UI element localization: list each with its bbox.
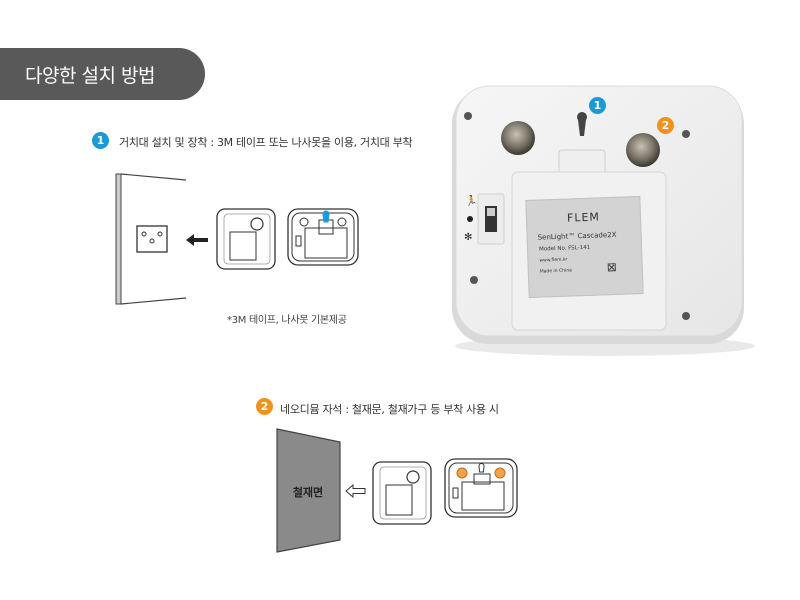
arrow-left-icon (186, 234, 208, 246)
person-icon: 🏃 (465, 194, 477, 207)
metal-wall-illustration (276, 428, 341, 553)
recycle-bin-icon: ⊠ (606, 259, 618, 275)
device-back-drawing (287, 208, 359, 266)
label-made: Made in China (539, 268, 573, 275)
label-brand: FLEM (566, 210, 601, 225)
device-back-magnets-drawing (444, 458, 518, 518)
step2-caption: 네오디뮴 자석 : 철재문, 철재가구 등 부착 사용 시 (280, 403, 499, 416)
label-model: Model No. FSL-141 (538, 244, 591, 253)
label-product: SenLight™ Cascade2X (537, 230, 617, 242)
wall-mount-illustration (115, 173, 187, 305)
dot-icon (467, 216, 473, 222)
step1-caption: 거치대 설치 및 장착 : 3M 테이프 또는 나사못을 이용, 거치대 부착 (119, 136, 413, 149)
section-title: 다양한 설치 방법 (25, 64, 155, 87)
device-front-drawing-2 (372, 461, 432, 525)
product-badge-1: 1 (589, 97, 606, 114)
step2-badge: 2 (256, 398, 273, 415)
metal-wall-label: 철재면 (292, 486, 324, 499)
arrow-outline-left-icon (345, 483, 366, 499)
product-label: FLEM SenLight™ Cascade2X Model No. FSL-1… (525, 196, 644, 298)
step1-badge: 1 (92, 132, 109, 149)
bracket (136, 225, 168, 253)
label-url: www.flem.kr (539, 257, 568, 264)
device-front-drawing (216, 208, 276, 270)
sun-icon: ✻ (464, 232, 472, 243)
section-header: 다양한 설치 방법 (0, 48, 205, 100)
product-badge-2: 2 (657, 117, 674, 134)
step1-note: *3M 테이프, 나사못 기본제공 (227, 315, 347, 326)
